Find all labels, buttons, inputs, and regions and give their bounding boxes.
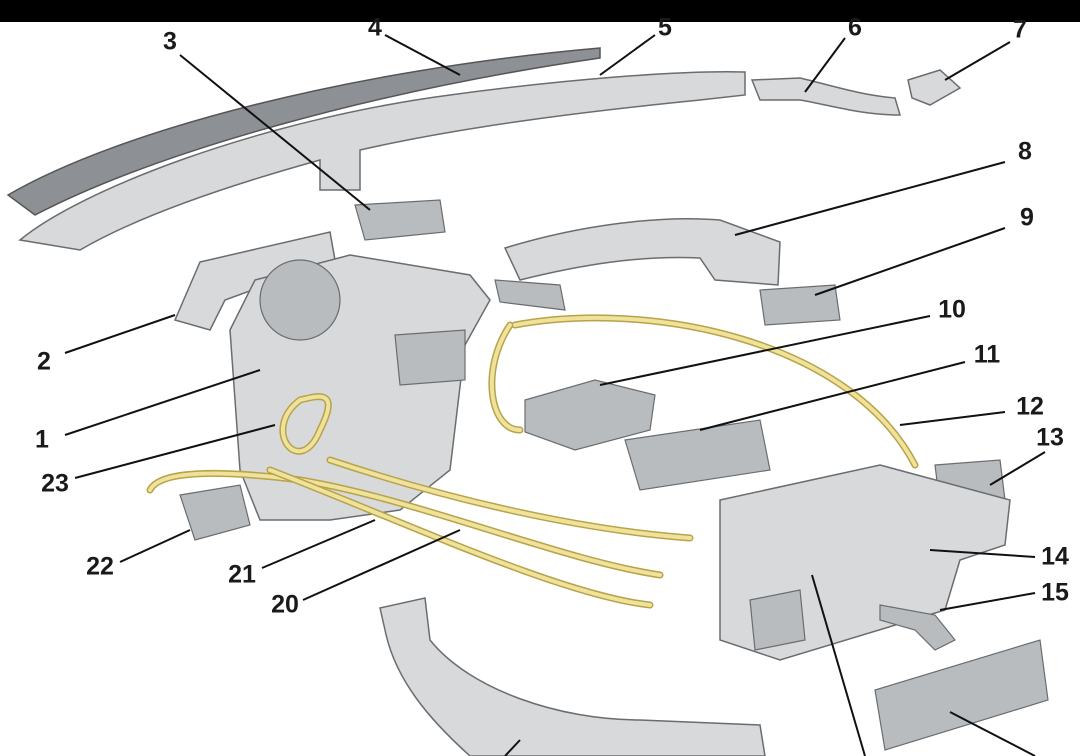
cables (146, 314, 919, 609)
top-black-bar (0, 0, 1080, 22)
callout-6: 6 (848, 13, 862, 42)
callout-14: 14 (1041, 542, 1069, 571)
callout-2: 2 (37, 347, 51, 376)
callout-11: 11 (973, 340, 1001, 369)
callout-13: 13 (1036, 423, 1064, 452)
callout-1: 1 (35, 425, 49, 454)
callout-5: 5 (658, 13, 672, 42)
callout-15: 15 (1041, 578, 1069, 607)
callout-8: 8 (1018, 137, 1032, 166)
part-control-panel (874, 639, 1049, 751)
part-5-main-duct (18, 71, 746, 251)
part-4-dash-panel (6, 47, 601, 216)
callout-3: 3 (163, 27, 177, 56)
part-10-control (524, 379, 656, 451)
leader-lines (64, 34, 1046, 756)
callout-9: 9 (1020, 203, 1034, 232)
callout-7: 7 (1013, 15, 1027, 44)
part-22-actuator (179, 484, 251, 541)
part-15-lever (879, 604, 956, 651)
part-lower-duct (379, 597, 766, 756)
callout-10: 10 (938, 295, 966, 324)
callout-20: 20 (271, 590, 299, 619)
callout-4: 4 (368, 13, 382, 42)
part-6-duct (750, 77, 902, 116)
part-9-connector (759, 284, 841, 326)
callout-21: 21 (228, 560, 256, 589)
callout-22: 22 (86, 552, 114, 581)
part-3-vent (354, 199, 446, 241)
callout-23: 23 (41, 469, 69, 498)
cable-21 (266, 466, 654, 609)
callout-12: 12 (1016, 392, 1044, 421)
part-8-duct (503, 218, 781, 286)
